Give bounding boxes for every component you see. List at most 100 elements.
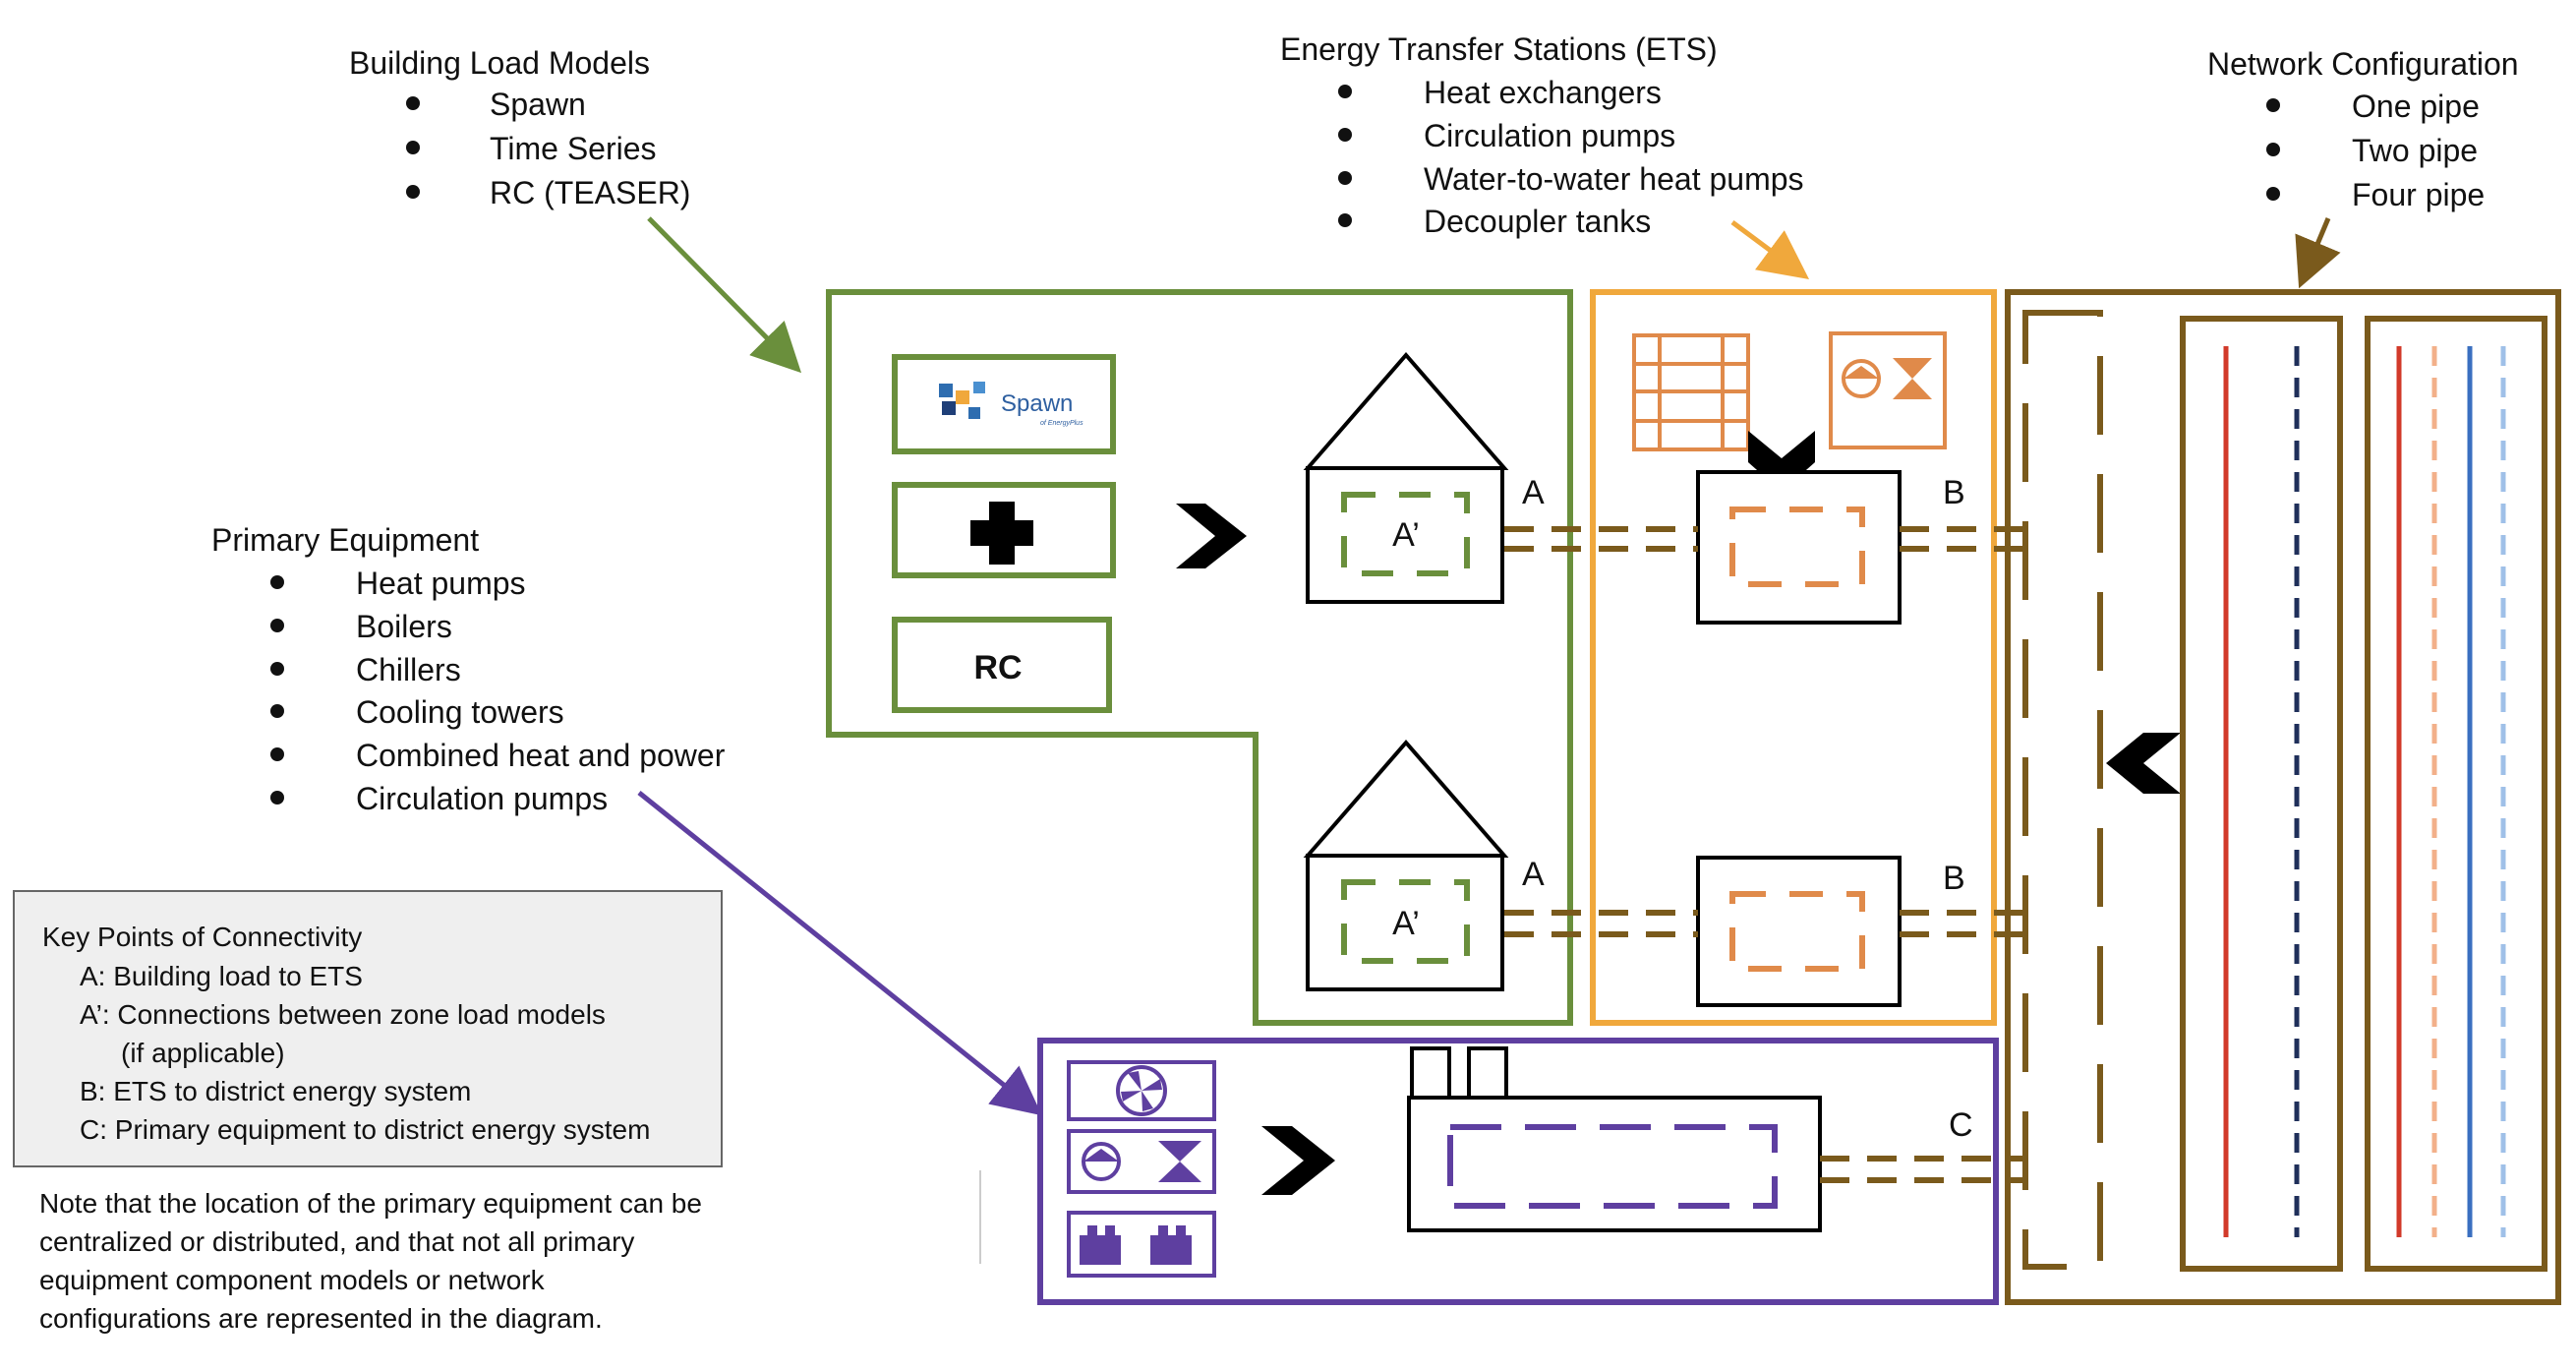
key-point-item: C: Primary equipment to district energy … bbox=[80, 1114, 651, 1145]
a-prime-label: A’ bbox=[1392, 905, 1420, 942]
two-pipe-config bbox=[2180, 316, 2343, 1272]
list-item: Circulation pumps bbox=[356, 781, 608, 816]
building-house-2: A’ bbox=[1303, 739, 1509, 991]
spawn-logo-icon: Spawn of EnergyPlus bbox=[939, 382, 1083, 427]
ets-unit-2 bbox=[1696, 856, 1902, 1007]
ets-unit-1 bbox=[1696, 470, 1902, 625]
key-point-item: B: ETS to district energy system bbox=[80, 1076, 472, 1106]
network-configuration-title: Network Configuration bbox=[2207, 46, 2519, 82]
bullet-icon bbox=[406, 141, 420, 154]
bullet-icon bbox=[406, 185, 420, 199]
network-configuration-list: One pipe Two pipe Four pipe bbox=[2266, 89, 2485, 212]
bullet-icon bbox=[270, 662, 284, 676]
key-point-item: (if applicable) bbox=[121, 1038, 285, 1068]
network-region bbox=[2005, 289, 2561, 1305]
primary-equipment-title: Primary Equipment bbox=[211, 522, 479, 558]
bullet-icon bbox=[270, 575, 284, 589]
cooling-tower-icon bbox=[1067, 1211, 1216, 1278]
connection-a-1 bbox=[1504, 526, 1698, 552]
key-points-box: Key Points of Connectivity A: Building l… bbox=[13, 890, 723, 1167]
connection-b-label: B bbox=[1943, 474, 1965, 511]
list-item: Decoupler tanks bbox=[1424, 204, 1651, 239]
connection-a-label: A bbox=[1522, 474, 1545, 511]
bullet-icon bbox=[2266, 98, 2280, 112]
primary-equipment-list: Heat pumps Boilers Chillers Cooling towe… bbox=[270, 566, 726, 816]
connection-a-label: A bbox=[1522, 856, 1545, 893]
ets-title: Energy Transfer Stations (ETS) bbox=[1280, 31, 1718, 67]
list-item: Cooling towers bbox=[356, 694, 564, 730]
fan-icon bbox=[1067, 1060, 1216, 1121]
bullet-icon bbox=[270, 791, 284, 805]
primary-plant-unit bbox=[1407, 1046, 1822, 1232]
spawn-logo-subtitle: of EnergyPlus bbox=[1040, 420, 1083, 427]
primary-equipment-pointer-arrow bbox=[637, 791, 1042, 1116]
list-item: Two pipe bbox=[2352, 133, 2478, 168]
bullet-icon bbox=[2266, 187, 2280, 201]
roof-icon bbox=[1303, 351, 1509, 470]
rc-model-box bbox=[892, 617, 1112, 713]
bullet-icon bbox=[270, 619, 284, 632]
plant-dashed-box bbox=[1447, 1124, 1778, 1209]
chevron-right-icon bbox=[1261, 1126, 1335, 1195]
ets-dashed-box bbox=[1729, 891, 1865, 972]
list-item: Heat pumps bbox=[356, 566, 526, 601]
house-body bbox=[1306, 466, 1504, 604]
list-item: One pipe bbox=[2352, 89, 2480, 124]
bullet-icon bbox=[406, 96, 420, 110]
list-item: Four pipe bbox=[2352, 177, 2485, 212]
connection-b-1 bbox=[1900, 526, 2025, 552]
bullet-icon bbox=[270, 704, 284, 718]
connection-b-label: B bbox=[1943, 860, 1965, 897]
connection-a-2 bbox=[1504, 910, 1698, 937]
connection-c bbox=[1820, 1156, 2025, 1183]
zone-model-dashed-box bbox=[1341, 879, 1470, 964]
chevron-left-icon bbox=[2106, 733, 2181, 794]
building-load-region bbox=[826, 289, 1573, 1026]
list-item: Circulation pumps bbox=[1424, 118, 1675, 153]
building-load-models-title: Building Load Models bbox=[349, 45, 650, 81]
bullet-icon bbox=[1338, 213, 1352, 227]
key-points-title: Key Points of Connectivity bbox=[42, 922, 363, 952]
one-pipe-loop bbox=[2022, 310, 2103, 1270]
connection-c-label: C bbox=[1949, 1106, 1973, 1144]
rc-label: RC bbox=[973, 649, 1022, 686]
ets-dashed-box bbox=[1729, 507, 1865, 587]
building-load-models-list: Spawn Time Series RC (TEASER) bbox=[406, 87, 690, 210]
list-item: Spawn bbox=[490, 87, 586, 122]
bullet-icon bbox=[1338, 85, 1352, 98]
heat-exchanger-icon bbox=[1632, 333, 1750, 451]
connection-b-2 bbox=[1900, 910, 2025, 937]
pump-valve-icon bbox=[1829, 331, 1947, 449]
four-pipe-config bbox=[2365, 316, 2547, 1272]
roof-icon bbox=[1303, 739, 1509, 858]
spawn-logo-text: Spawn bbox=[1001, 390, 1073, 417]
zone-model-dashed-box bbox=[1341, 492, 1470, 576]
list-item: Heat exchangers bbox=[1424, 75, 1662, 110]
bullet-icon bbox=[1338, 171, 1352, 185]
primary-equipment-region bbox=[1037, 1038, 1999, 1305]
ets-list: Heat exchangers Circulation pumps Water-… bbox=[1338, 75, 1804, 239]
ets-region bbox=[1590, 289, 1997, 1026]
list-item: Water-to-water heat pumps bbox=[1424, 161, 1804, 197]
chevron-right-icon bbox=[1176, 504, 1247, 568]
list-item: Chillers bbox=[356, 652, 461, 687]
building-house-1: A’ bbox=[1303, 351, 1509, 604]
building-load-pointer-arrow bbox=[647, 216, 802, 374]
bullet-icon bbox=[2266, 143, 2280, 156]
bullet-icon bbox=[270, 747, 284, 761]
ets-pointer-arrow bbox=[1730, 219, 1810, 279]
list-item: Boilers bbox=[356, 609, 452, 644]
list-item: Combined heat and power bbox=[356, 738, 726, 773]
key-point-item: A’: Connections between zone load models bbox=[80, 999, 606, 1030]
plus-icon bbox=[970, 502, 1033, 565]
bullet-icon bbox=[1338, 128, 1352, 142]
house-body bbox=[1306, 854, 1504, 991]
network-pointer-arrow bbox=[2295, 217, 2341, 289]
footnote: Note that the location of the primary eq… bbox=[39, 1188, 702, 1334]
spawn-model-box bbox=[892, 354, 1116, 454]
list-item: RC (TEASER) bbox=[490, 175, 690, 210]
pump-valve-icon bbox=[1067, 1129, 1216, 1194]
key-point-item: A: Building load to ETS bbox=[80, 961, 363, 991]
list-item: Time Series bbox=[490, 131, 657, 166]
